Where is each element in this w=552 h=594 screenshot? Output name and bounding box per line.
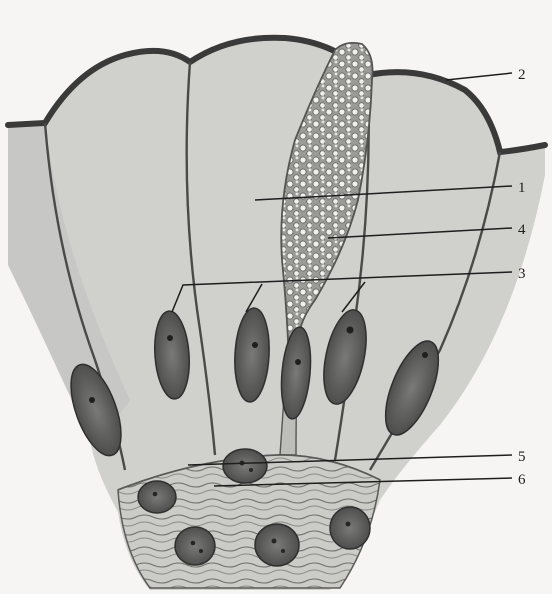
- nucleolus: [167, 335, 173, 341]
- label-2: 2: [518, 67, 526, 83]
- round-nucleus: [175, 527, 215, 565]
- label-3: 3: [518, 266, 526, 282]
- round-nucleus: [138, 481, 176, 513]
- label-5: 5: [518, 449, 526, 465]
- chromatin: [191, 541, 196, 546]
- label-1: 1: [518, 180, 526, 196]
- round-nucleus: [223, 449, 267, 483]
- nucleolus: [89, 397, 95, 403]
- round-nucleus: [330, 507, 370, 549]
- label-4: 4: [518, 222, 526, 238]
- chromatin: [249, 468, 253, 472]
- nucleolus: [252, 342, 258, 348]
- chromatin: [272, 539, 277, 544]
- chromatin: [281, 549, 285, 553]
- chromatin: [346, 522, 351, 527]
- leader-line-2: [446, 73, 512, 80]
- chromatin: [153, 492, 158, 497]
- nucleolus: [422, 352, 428, 358]
- label-6: 6: [518, 472, 526, 488]
- chromatin: [199, 549, 203, 553]
- nucleolus: [295, 359, 301, 365]
- nucleolus: [347, 327, 354, 334]
- round-nucleus: [255, 524, 299, 566]
